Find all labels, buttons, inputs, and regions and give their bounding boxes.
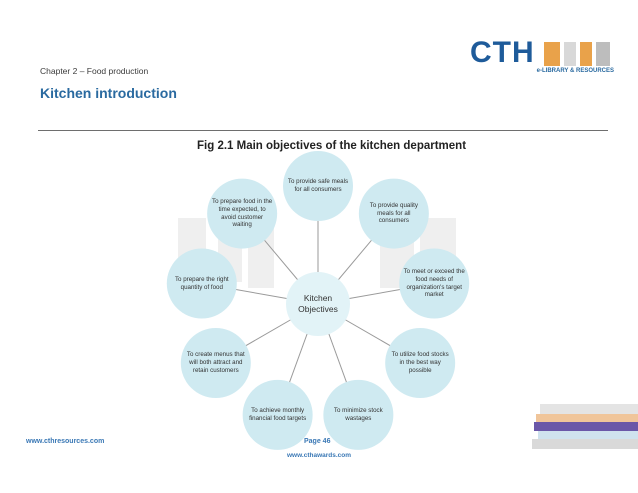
- objective-node-label: To prepare food in the time expected, to…: [212, 198, 273, 229]
- objective-node-label: To minimize stock wastages: [333, 407, 383, 422]
- objective-node-label: To utilize food stocks in the best way p…: [391, 351, 449, 374]
- footer-center-url[interactable]: www.cthawards.com: [286, 452, 352, 459]
- objective-node-circle: [242, 379, 313, 450]
- objective-node-circle: [323, 379, 394, 450]
- logo-icons: [544, 42, 610, 66]
- center-circle: [286, 272, 350, 336]
- logo-subtitle: e-LIBRARY & RESOURCES: [536, 68, 614, 74]
- footer-left-url[interactable]: www.cthresources.com: [26, 438, 105, 445]
- objective-node-circle: [283, 151, 353, 221]
- node-circles: [166, 151, 470, 450]
- objective-node-circle: [358, 178, 429, 249]
- title-divider: [38, 130, 608, 131]
- figure-title: Fig 2.1 Main objectives of the kitchen d…: [197, 140, 467, 152]
- objective-node-label: To provide quality meals for all consume…: [369, 201, 418, 225]
- objective-node-circle: [166, 248, 237, 319]
- objective-node-label: To prepare the right quantity of food: [174, 275, 229, 291]
- cth-logo: CTH e-LIBRARY & RESOURCES: [470, 36, 620, 80]
- objective-node-label: To create menus that will both attract a…: [186, 351, 245, 374]
- objective-node-circle: [207, 178, 278, 249]
- objective-node-circle: [399, 248, 470, 319]
- objective-node-label: To provide safe meals for all consumers: [287, 178, 349, 193]
- objective-node-circle: [180, 328, 251, 398]
- chapter-label: Chapter 2 – Food production: [40, 66, 149, 76]
- page-number: Page 46: [304, 438, 331, 445]
- logo-text: CTH: [470, 36, 535, 69]
- center-label: Kitchen Objectives: [298, 292, 338, 314]
- objective-node-circle: [385, 328, 456, 398]
- objective-node-label: To achieve monthly financial food target…: [249, 407, 307, 422]
- objective-node-label: To meet or exceed the food needs of orga…: [403, 268, 465, 299]
- page-title: Kitchen introduction: [40, 85, 177, 101]
- books-image: [532, 404, 638, 449]
